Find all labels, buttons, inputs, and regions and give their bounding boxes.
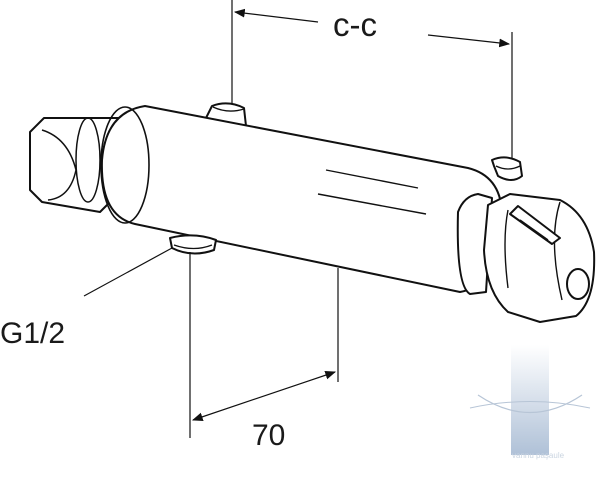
bottom-outlet [169, 234, 217, 255]
knob-stop-button [509, 205, 561, 245]
highlight-line [325, 169, 419, 189]
thread-label: G1/2 [0, 317, 65, 350]
highlight-line [317, 193, 427, 215]
knob-end-face [566, 268, 590, 300]
watermark-logo: vannu paşaule [469, 345, 591, 460]
inlet-top-left [205, 102, 247, 127]
watermark-text: vannu paşaule [512, 451, 565, 460]
cc-label: c-c [333, 6, 377, 43]
cc-dimension [231, 0, 513, 170]
cc-dimension-line-left [233, 8, 319, 23]
mixer-body [29, 102, 596, 323]
depth-dimension [189, 252, 339, 438]
main-cylinder [100, 105, 503, 293]
depth-dimension-line [191, 371, 337, 421]
temperature-knob [483, 193, 596, 323]
cc-dimension-line-right [427, 34, 511, 48]
thread-leader-line [83, 247, 173, 297]
knob-collar [456, 193, 493, 295]
depth-label: 70 [252, 419, 285, 452]
